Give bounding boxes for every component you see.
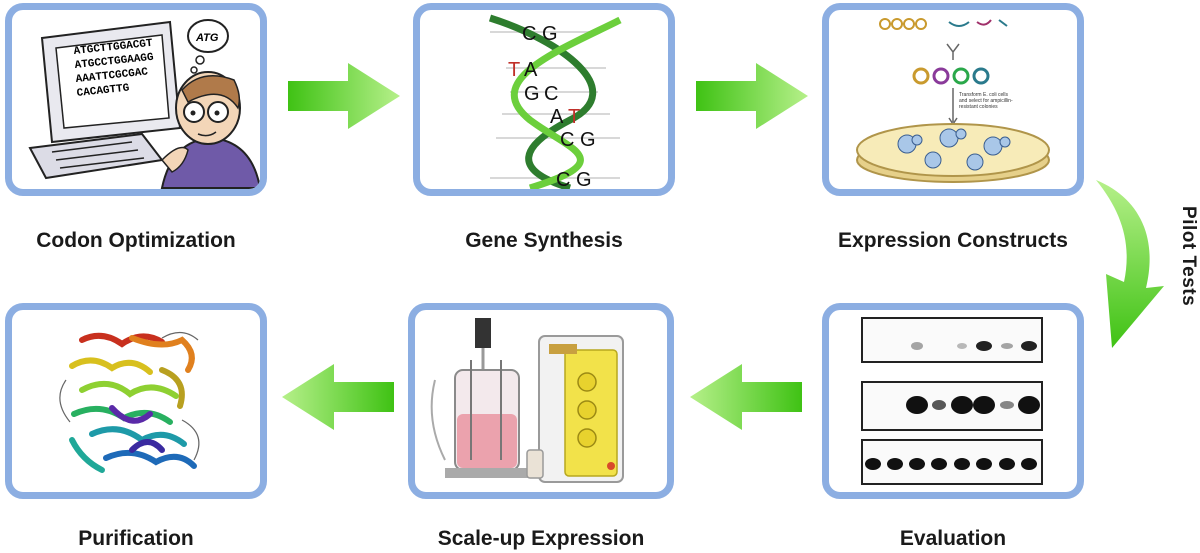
plasmid-row-top — [879, 18, 927, 30]
step-label-codon-optimization: Codon Optimization — [36, 229, 236, 252]
step-label-expression-constructs: Expression Constructs — [838, 229, 1068, 252]
expression-constructs-panel: Transform E. coli cells and select for a… — [822, 3, 1084, 196]
dna-base-right-3: C — [544, 83, 558, 105]
pilot-tests-label: Pilot Tests — [1178, 206, 1199, 307]
blot-bands-bottom — [865, 458, 1037, 470]
plasmid-row-middle — [912, 67, 990, 85]
dna-base-left-6: C — [556, 169, 570, 189]
arrow-left-icon — [690, 364, 802, 430]
dna-base-right-1: G — [542, 23, 558, 45]
bacterial-colonies — [897, 128, 1011, 171]
bioreactor-illustration — [430, 318, 624, 483]
step-label-evaluation: Evaluation — [899, 527, 1007, 550]
western-blot-illustration — [861, 317, 1043, 485]
thought-bubble-text: ATG — [195, 32, 219, 44]
arrow-right-icon — [696, 63, 808, 129]
dna-base-right-6: G — [576, 169, 592, 189]
dna-base-right-4: T — [568, 106, 580, 128]
evaluation-panel — [822, 303, 1084, 499]
step-label-scale-up-expression: Scale-up Expression — [437, 527, 645, 550]
dna-helix-illustration: C G T A G C A T C G C G — [488, 14, 622, 189]
scientist-at-computer-illustration: ATGCTTGGACGT ATGCCTGGAAGG AAATTCGCGAC CA… — [28, 19, 260, 189]
codon-seq-line-4: CACAGTTG — [76, 82, 130, 99]
step-label-purification: Purification — [78, 527, 194, 550]
step-label-gene-synthesis: Gene Synthesis — [465, 229, 623, 252]
plasmid-transformation-illustration: Transform E. coli cells and select for a… — [856, 18, 1050, 183]
codon-optimization-panel: ATGCTTGGACGT ATGCCTGGAAGG AAATTCGCGAC CA… — [5, 3, 267, 196]
scale-up-expression-panel — [408, 303, 674, 499]
blot-bands-middle — [906, 396, 1040, 414]
dna-base-left-4: A — [550, 106, 564, 128]
gene-synthesis-panel: C G T A G C A T C G C G — [413, 3, 675, 196]
construct-note-line-2: and select for ampicillin- — [959, 98, 1013, 104]
purification-panel — [5, 303, 267, 499]
arrow-left-icon — [282, 364, 394, 430]
dna-base-right-5: G — [580, 129, 596, 151]
blot-bands-top — [911, 341, 1037, 351]
construct-note-line-1: Transform E. coli cells — [959, 92, 1008, 98]
dna-base-left-2: T — [508, 59, 520, 81]
dna-base-right-2: A — [524, 59, 538, 81]
dna-base-left-3: G — [524, 83, 540, 105]
dna-base-left-1: C — [522, 23, 536, 45]
construct-note-line-3: resistant colonies — [959, 104, 998, 110]
curved-arrow-down-icon — [1096, 180, 1164, 348]
arrow-right-icon — [288, 63, 400, 129]
protein-structure-illustration — [59, 331, 200, 473]
dna-base-left-5: C — [560, 129, 574, 151]
